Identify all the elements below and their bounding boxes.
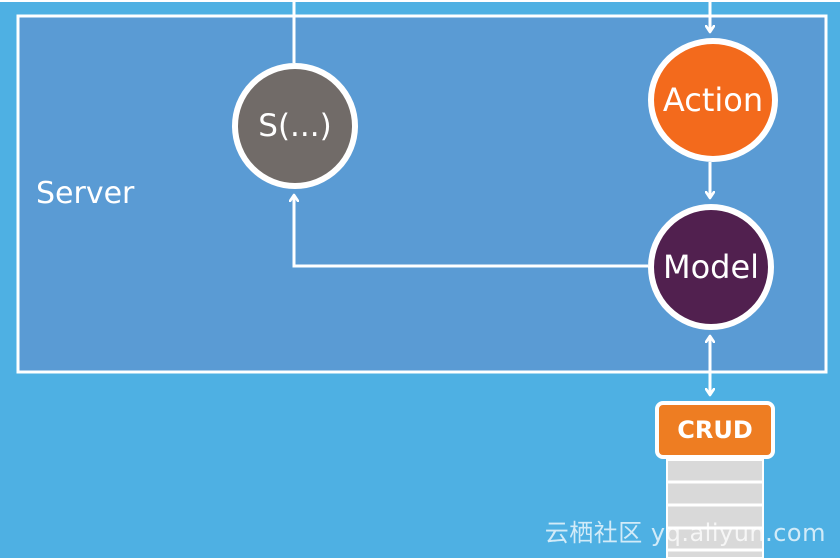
database-icon — [666, 459, 764, 558]
model-node-label: Model — [662, 248, 760, 286]
crud-box: CRUD — [655, 401, 775, 459]
model-to-state-arrow — [294, 195, 648, 268]
watermark: 云栖社区 yq.aliyun.com — [544, 519, 826, 547]
action-node: Action — [648, 38, 778, 162]
model-node: Model — [648, 204, 774, 330]
state-node: S(...) — [232, 63, 358, 189]
crud-label: CRUD — [677, 416, 753, 444]
server-label: Server — [36, 176, 135, 211]
action-node-label: Action — [662, 81, 764, 119]
state-node-label: S(...) — [258, 108, 332, 144]
